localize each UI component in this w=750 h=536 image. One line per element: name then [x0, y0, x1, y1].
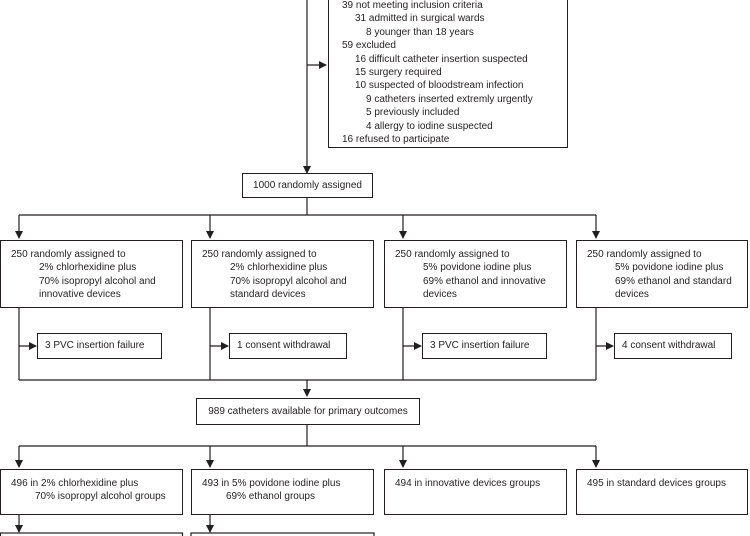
loss-box-3: 3 PVC insertion failure — [422, 333, 547, 359]
loss-box-4: 4 consent withdrawal — [614, 333, 732, 359]
group-box-1: 496 in 2% chlorhexidine plus 70% isoprop… — [0, 469, 183, 515]
loss-label: 4 consent withdrawal — [622, 340, 716, 352]
arm-line: innovative devices — [39, 289, 121, 301]
loss-label: 3 PVC insertion failure — [430, 340, 530, 352]
exclusion-line: 4 allergy to iodine suspected — [366, 120, 493, 132]
arm-count: 250 randomly assigned to — [587, 249, 702, 260]
exclusion-line: 16 difficult catheter insertion suspecte… — [355, 53, 528, 65]
arm-line: standard devices — [230, 289, 306, 301]
loss-label: 3 PVC insertion failure — [45, 340, 145, 352]
group-line-1: 494 in innovative devices groups — [395, 478, 541, 489]
arm-box-1: 250 randomly assigned to 2% chlorhexidin… — [0, 240, 183, 308]
arm-line: 70% isopropyl alcohol and — [39, 275, 156, 287]
loss-label: 1 consent withdrawal — [237, 340, 331, 352]
group-line-1: 496 in 2% chlorhexidine plus — [11, 478, 139, 489]
randomised-label: 1000 randomly assigned — [253, 179, 362, 191]
group-box-4: 495 in standard devices groups — [576, 469, 748, 515]
group-line-1: 493 in 5% povidone iodine plus — [202, 478, 341, 489]
next-box-1 — [0, 532, 184, 536]
arm-line: 2% chlorhexidine plus — [230, 262, 328, 274]
exclusion-line: 10 suspected of bloodstream infection — [355, 80, 524, 92]
next-box-2 — [190, 532, 375, 536]
arm-box-4: 250 randomly assigned to 5% povidone iod… — [576, 240, 748, 308]
loss-box-1: 3 PVC insertion failure — [37, 333, 162, 359]
arm-box-2: 250 randomly assigned to 2% chlorhexidin… — [191, 240, 374, 308]
arm-line: 70% isopropyl alcohol and — [230, 275, 347, 287]
group-box-3: 494 in innovative devices groups — [384, 469, 567, 515]
arm-count: 250 randomly assigned to — [395, 249, 510, 260]
exclusion-lines: 39 not meeting inclusion criteria 31 admi… — [342, 0, 567, 146]
arm-box-3: 250 randomly assigned to 5% povidone iod… — [384, 240, 567, 308]
group-line-2: 70% isopropyl alcohol groups — [35, 491, 166, 503]
arm-count: 250 randomly assigned to — [202, 249, 317, 260]
arm-line: 69% ethanol and standard — [615, 275, 732, 287]
available-label: 989 catheters available for primary outc… — [208, 405, 408, 417]
arm-line: 2% chlorhexidine plus — [39, 262, 137, 274]
exclusion-box: 39 not meeting inclusion criteria 31 admi… — [328, 0, 568, 148]
exclusion-line: 15 surgery required — [355, 67, 442, 79]
arm-line: devices — [615, 289, 649, 301]
loss-box-2: 1 consent withdrawal — [229, 333, 347, 359]
arm-line: devices — [423, 289, 457, 301]
group-line-1: 495 in standard devices groups — [587, 478, 726, 489]
exclusion-line: 8 younger than 18 years — [366, 26, 474, 38]
exclusion-line: 39 not meeting inclusion criteria — [342, 0, 483, 11]
arm-line: 69% ethanol and innovative — [423, 275, 546, 287]
available-box: 989 catheters available for primary outc… — [196, 398, 420, 425]
group-box-2: 493 in 5% povidone iodine plus 69% ethan… — [191, 469, 374, 515]
randomised-box: 1000 randomly assigned — [242, 173, 373, 198]
exclusion-line: 9 catheters inserted extremly urgently — [366, 93, 533, 105]
group-line-2: 69% ethanol groups — [226, 491, 315, 503]
exclusion-line: 31 admitted in surgical wards — [355, 13, 485, 25]
arm-count: 250 randomly assigned to — [11, 249, 126, 260]
exclusion-line: 16 refused to participate — [342, 134, 450, 146]
exclusion-line: 5 previously included — [366, 107, 460, 119]
arm-line: 5% povidone iodine plus — [615, 262, 724, 274]
arm-line: 5% povidone iodine plus — [423, 262, 532, 274]
exclusion-line: 59 excluded — [342, 40, 396, 52]
